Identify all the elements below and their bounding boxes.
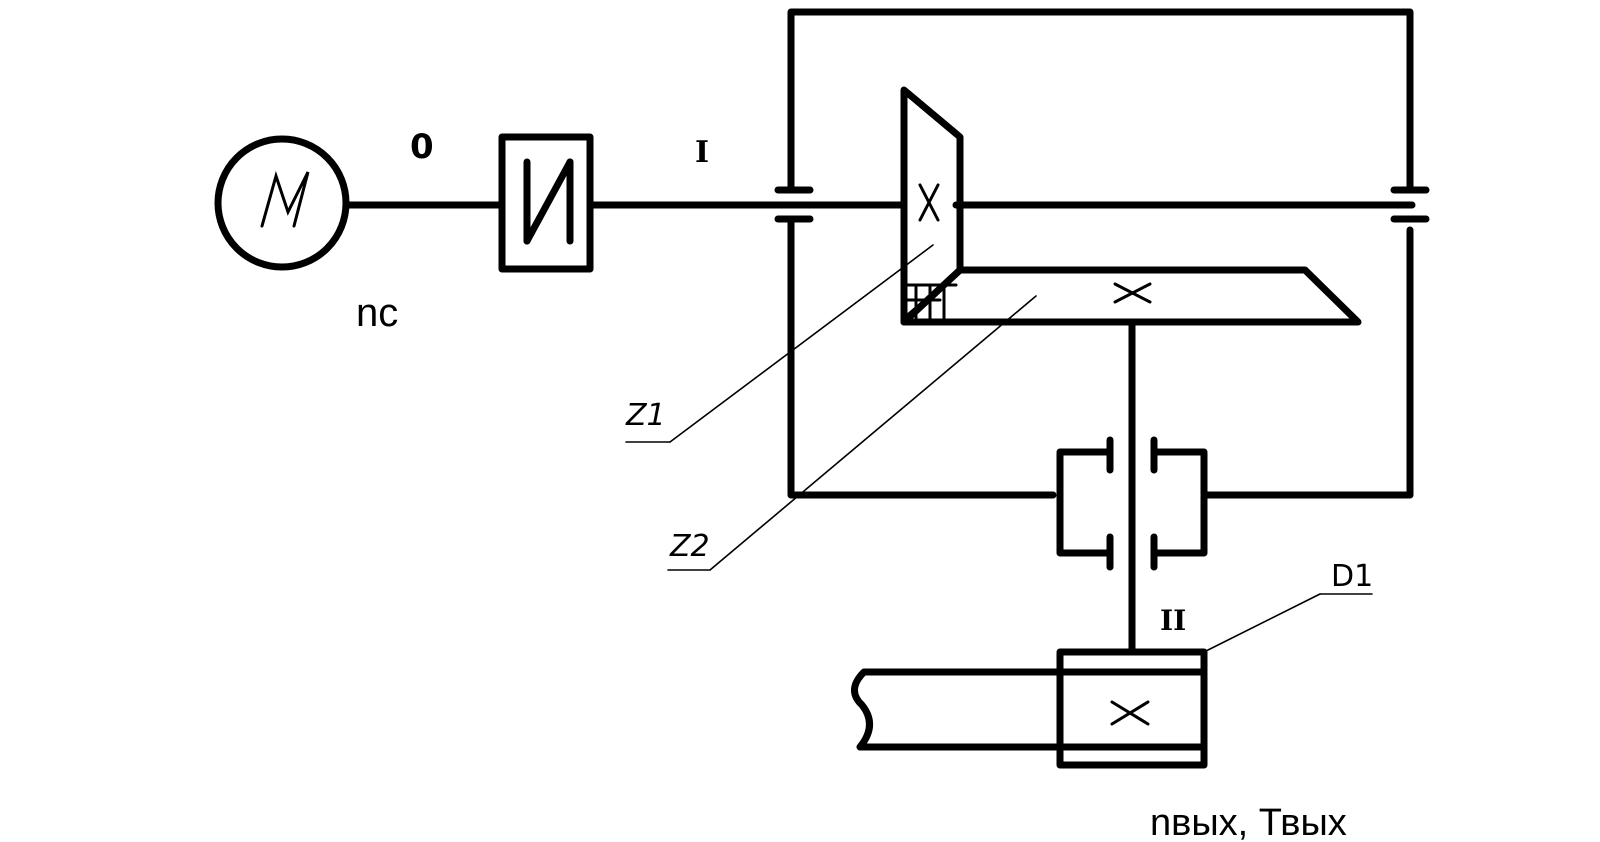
gearbox-housing [787, 8, 1414, 499]
motor-speed-label: nc [356, 291, 398, 335]
output-label: nвых, Твых [1150, 802, 1347, 842]
bevel-gear-z2 [900, 266, 1362, 326]
bearing-shaft-2 [1056, 436, 1208, 571]
leader-d1 [1203, 593, 1373, 653]
leader-z1 [625, 244, 934, 443]
bearing-left [774, 186, 814, 223]
leader-z2 [667, 295, 1037, 571]
shaft-1-label: I [695, 135, 709, 170]
shaft-2-label: II [1160, 604, 1186, 637]
d1-label: D1 [1331, 559, 1373, 594]
bearing-right [1390, 186, 1430, 223]
bevel-gear-z1 [900, 86, 964, 326]
z2-label: Z2 [669, 529, 710, 564]
coupling [498, 133, 594, 273]
z1-label: Z1 [625, 398, 666, 433]
electric-motor [214, 135, 350, 271]
drum-d1 [851, 648, 1208, 769]
shaft-0-label: 0 [410, 127, 434, 167]
